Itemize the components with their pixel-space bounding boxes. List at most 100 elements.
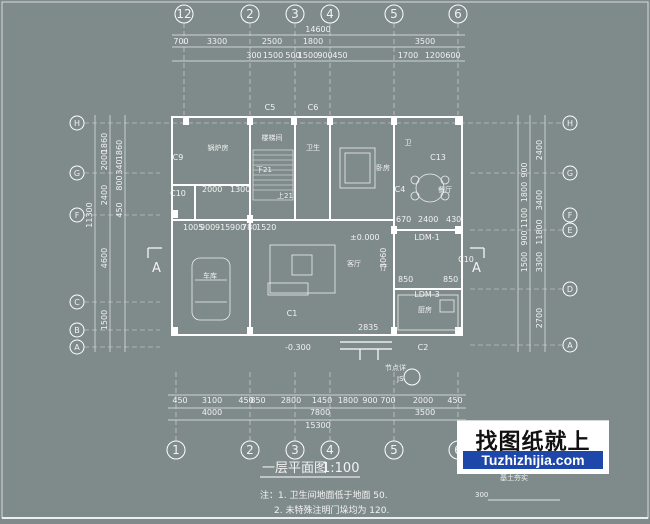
dim-inner: 780 (242, 223, 257, 232)
bottom-axis-markers: 1 2 3 4 5 6 (166, 440, 468, 460)
dim-left: 4600 (100, 248, 109, 268)
section-cut-left (147, 247, 162, 258)
door-tag: LDM-1 (414, 233, 440, 242)
right-axis-markers: H G F E D A (562, 115, 578, 353)
dim-left: 450 (115, 202, 124, 217)
dim-right: 2400 (535, 140, 544, 160)
dim-inner: 1005 (183, 223, 203, 232)
axis-left-H: H (74, 119, 80, 128)
axis-left-F: F (75, 211, 80, 220)
dim-bottom-total: 15300 (305, 421, 330, 430)
room-toilet: 卫生 (306, 143, 320, 152)
note-1: 注：1. 卫生间地面低于地面 50. (260, 489, 388, 501)
dim-left: 800 (115, 175, 124, 190)
dim-inner: 900 (230, 223, 245, 232)
window-tag: C5 (265, 103, 276, 112)
dim-left-total: 11300 (85, 202, 94, 227)
dim-inner: 670 (396, 215, 411, 224)
axis-right-E: E (567, 226, 572, 235)
dim-top: 3500 (415, 37, 435, 46)
watermark-logo: 找图纸就上 Tuzhizhijia.com (457, 420, 609, 474)
room-bedroom: 卧房 (376, 163, 390, 172)
dim-bottom: 850 (250, 396, 265, 405)
door-tag: LDM-3 (414, 290, 440, 299)
dim-inner: 2835 (358, 323, 378, 332)
dim-bottom: 7800 (310, 408, 330, 417)
staircase (252, 149, 294, 201)
level-exterior: -0.300 (285, 343, 311, 352)
detail-label: 节点详 (385, 363, 406, 372)
section-mark-left: A (152, 261, 161, 276)
dim-inner: 2000 (202, 185, 222, 194)
dim-bottom: 2800 (281, 396, 301, 405)
detail-code: JS (396, 375, 404, 383)
dim-top: 3300 (207, 37, 227, 46)
dim-top: 1200 (425, 51, 445, 60)
watermark-text-cn: 找图纸就上 (475, 430, 591, 455)
room-wc: 卫 (405, 139, 412, 147)
dim-inner: 1520 (256, 223, 276, 232)
stair-down-tag: 下21 (256, 166, 272, 174)
room-garage: 车库 (203, 271, 217, 280)
dim-inner: 900 (200, 223, 215, 232)
dim-right: 900 (520, 162, 529, 177)
dim-inner: 850 (398, 275, 413, 284)
axis-left-A: A (74, 343, 80, 352)
dim-right: 11800 (535, 219, 544, 244)
top-dimensions (172, 34, 465, 62)
window-tag: C13 (430, 153, 446, 162)
room-living: 客厅 (347, 259, 361, 268)
axis-left-B: B (74, 326, 80, 335)
left-axis-markers: H G F C B A (69, 115, 85, 355)
window-tag: C9 (173, 153, 184, 162)
axis-bottom-3: 3 (291, 443, 299, 457)
axis-bottom-1: 1 (172, 443, 180, 457)
watermark-url: Tuzhizhijia.com (463, 451, 603, 469)
dim-left: 1500 (100, 310, 109, 330)
bottom-dimensions (168, 394, 466, 421)
bed (339, 147, 376, 189)
dim-bottom: 4000 (202, 408, 222, 417)
dim-top: 1800 (303, 37, 323, 46)
dim-left: 1860 (100, 133, 109, 153)
axis-top-3: 3 (291, 7, 299, 21)
level-ground: ±0.000 (350, 233, 380, 242)
window-tag: C4 (395, 185, 406, 194)
dim-bottom: 450 (447, 396, 462, 405)
entry-steps (340, 334, 392, 360)
dim-bottom: 450 (238, 396, 253, 405)
axis-left-G: G (74, 169, 80, 178)
dining-table (410, 173, 450, 203)
window-tag: C6 (308, 103, 319, 112)
axis-grid-lines (84, 23, 563, 441)
dim-top: 300 (246, 51, 261, 60)
room-stair: 楼梯间 (262, 133, 283, 142)
right-dimensions (517, 115, 546, 352)
detail-circle (403, 368, 421, 386)
axis-top-6: 6 (454, 7, 462, 21)
dim-bottom: 1450 (312, 396, 332, 405)
kitchen-counter (397, 294, 459, 331)
dim-top: 1700 (398, 51, 418, 60)
dim-inner: 850 (443, 275, 458, 284)
top-axis-markers: 12 2 3 4 5 6 (174, 4, 468, 24)
window-tag: C10 (170, 189, 186, 198)
room-hall: 厅 (381, 264, 388, 272)
corner-note: 基土夯实 (500, 473, 528, 482)
dim-inner: 1300 (230, 185, 250, 194)
dim-bottom: 3500 (415, 408, 435, 417)
dim-right: 1800 (520, 182, 529, 202)
window-tag: C10 (458, 255, 474, 264)
dim-bottom: 900 (362, 396, 377, 405)
axis-bottom-5: 5 (390, 443, 398, 457)
dim-left: 1860 (115, 140, 124, 160)
dim-top: 450 (332, 51, 347, 60)
axis-top-4: 4 (326, 7, 334, 21)
axis-right-D: D (567, 285, 573, 294)
dim-left: 340 (115, 159, 124, 174)
columns (172, 117, 461, 335)
dim-inner: 2400 (418, 215, 438, 224)
dim-right: 3300 (535, 252, 544, 272)
